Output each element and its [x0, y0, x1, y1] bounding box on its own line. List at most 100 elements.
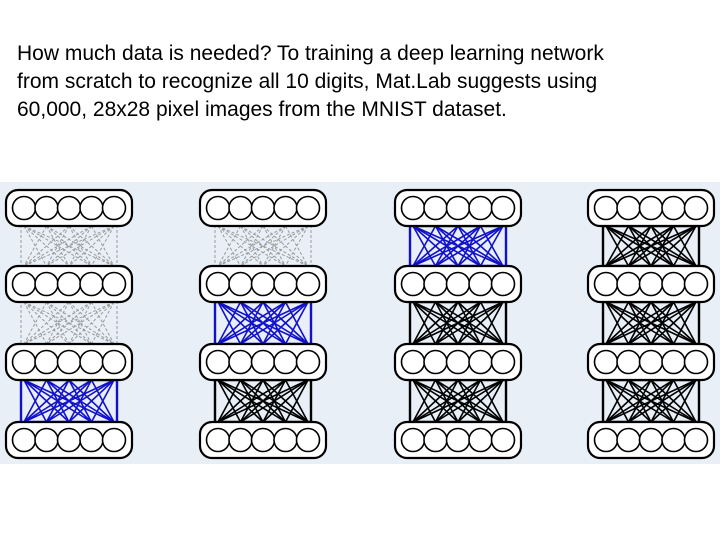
connection-edge	[650, 301, 697, 345]
layer	[393, 342, 523, 382]
neuron-node	[205, 195, 231, 221]
connection-edge	[68, 379, 115, 423]
neuron-node	[683, 427, 709, 453]
neuron-node	[79, 195, 104, 221]
connection-edge	[412, 225, 459, 267]
neuron-node	[490, 349, 516, 375]
connection-edge	[628, 379, 697, 423]
neuron-node	[468, 427, 493, 453]
neuron-node	[638, 427, 664, 453]
connection-edge	[262, 379, 309, 423]
connection-edge	[605, 301, 697, 345]
connection-edge	[23, 301, 70, 345]
neuron-node	[250, 427, 276, 453]
connection-edge	[217, 379, 242, 423]
neuron-node	[593, 271, 619, 297]
layer	[198, 188, 328, 228]
connection-edge	[217, 379, 286, 423]
connection-edge	[457, 301, 504, 345]
connection-edge	[91, 301, 115, 345]
connection-edge	[46, 301, 115, 345]
layer	[586, 420, 716, 460]
connection-edge	[217, 301, 264, 345]
neuron-node	[101, 427, 127, 453]
neuron-node	[490, 271, 516, 297]
connection-edge	[240, 225, 309, 267]
connection-edge	[435, 379, 504, 423]
connection-edge	[217, 225, 309, 267]
slide-text-line-3: 60,000, 28x28 pixel images from the MNIS…	[17, 98, 507, 121]
connection-edge	[412, 225, 504, 267]
connection-edge	[412, 379, 437, 423]
connection-edge	[412, 379, 459, 423]
layer	[198, 420, 328, 460]
connection-band-fixed	[601, 378, 701, 424]
connection-band-trained	[408, 224, 508, 268]
layer	[4, 420, 134, 460]
network-diagram	[0, 182, 720, 464]
connection-edge	[23, 301, 92, 345]
connection-band-fixed	[408, 300, 508, 346]
connection-edge	[23, 301, 47, 345]
connection-edge	[605, 379, 652, 423]
network-2	[198, 188, 328, 460]
connection-edge	[217, 225, 286, 267]
neuron-node	[400, 427, 426, 453]
connection-edge	[68, 301, 92, 345]
neuron-node	[34, 271, 59, 297]
neuron-node	[661, 195, 686, 221]
neuron-node	[273, 349, 298, 375]
connection-edge	[23, 301, 92, 345]
neuron-node	[101, 349, 127, 375]
neuron-node	[423, 427, 448, 453]
connection-edge	[90, 379, 115, 423]
diagram-background	[0, 182, 720, 464]
connection-edge	[46, 301, 70, 345]
neuron-node	[228, 427, 253, 453]
connection-edge	[23, 225, 92, 267]
neuron-node	[593, 195, 619, 221]
layer	[586, 342, 716, 382]
connection-edge	[262, 301, 309, 345]
neuron-node	[11, 427, 37, 453]
layer	[198, 342, 328, 382]
neuron-node	[445, 427, 471, 453]
connection-edge	[217, 379, 264, 423]
neuron-node	[101, 195, 127, 221]
connection-edge	[605, 225, 630, 267]
neuron-node	[638, 271, 664, 297]
neuron-node	[79, 271, 104, 297]
connection-edge	[217, 301, 309, 345]
neuron-node	[490, 427, 516, 453]
connection-edge	[23, 301, 115, 345]
connection-edge	[457, 379, 504, 423]
neuron-node	[616, 427, 641, 453]
connection-edge	[412, 225, 437, 267]
network-1	[4, 188, 134, 460]
connection-edge	[605, 225, 697, 267]
connection-edge	[605, 225, 674, 267]
connection-edge	[46, 301, 92, 345]
connection-edge	[605, 301, 674, 345]
neuron-node	[423, 349, 448, 375]
neuron-node	[400, 195, 426, 221]
connection-edge	[284, 379, 309, 423]
connection-edge	[23, 225, 92, 267]
layer	[393, 188, 523, 228]
neuron-node	[445, 195, 471, 221]
neuron-node	[273, 195, 298, 221]
neuron-node	[205, 349, 231, 375]
connection-edge	[23, 379, 92, 423]
connection-edge	[91, 225, 115, 267]
layer	[4, 264, 134, 304]
connection-edge	[23, 225, 70, 267]
connection-edge	[285, 225, 309, 267]
neuron-node	[205, 271, 231, 297]
neuron-node	[295, 195, 321, 221]
layer	[4, 342, 134, 382]
connection-edge	[46, 301, 70, 345]
connection-edge	[412, 301, 481, 345]
connection-edge	[217, 225, 241, 267]
connection-edge	[412, 301, 504, 345]
connection-edge	[479, 379, 504, 423]
